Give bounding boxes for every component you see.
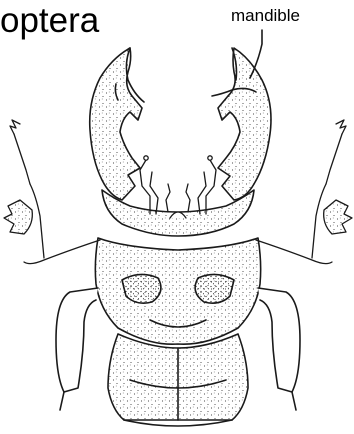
thorax-base: [108, 334, 248, 426]
left-mandible: [90, 48, 144, 200]
left-antenna: [4, 120, 100, 264]
right-mandible: [212, 48, 271, 200]
right-antenna: [256, 120, 352, 264]
left-foreleg: [56, 288, 98, 410]
right-foreleg: [258, 288, 300, 410]
mouthparts: [140, 156, 216, 218]
pronotum: [95, 238, 260, 344]
